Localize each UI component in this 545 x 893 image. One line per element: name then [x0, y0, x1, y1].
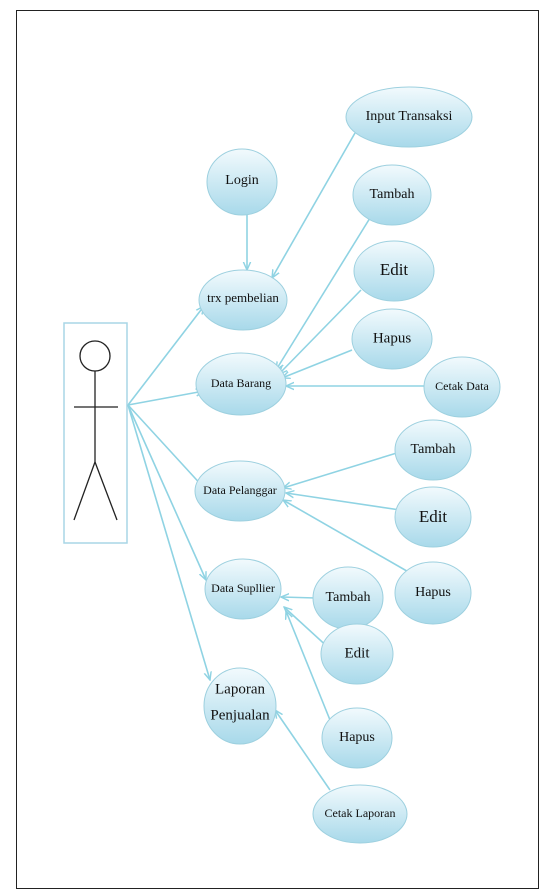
usecase-trx-pembelian-ellipse[interactable] [198, 269, 288, 331]
usecase-tambah-1-label: Tambah [370, 187, 415, 202]
assoc-data-barang [127, 391, 204, 406]
usecase-laporan-penjualan-ellipse[interactable] [203, 667, 277, 745]
usecase-edit-2-label: Edit [419, 507, 448, 526]
usecase-hapus-2-label: Hapus [415, 585, 451, 600]
assoc-trx-pembelian [127, 306, 204, 406]
usecase-tambah-3-label: Tambah [326, 590, 371, 605]
rel-input-trx [272, 132, 356, 278]
usecase-edit-3-ellipse[interactable] [320, 623, 394, 685]
usecase-edit-1-ellipse[interactable] [353, 240, 435, 302]
usecase-cetak-data-ellipse[interactable] [423, 356, 501, 418]
usecase-tambah-2-ellipse[interactable] [394, 419, 472, 481]
usecase-login-ellipse[interactable] [206, 148, 278, 216]
usecase-hapus-1-ellipse[interactable] [351, 308, 433, 370]
assoc-laporan-penjualan [127, 404, 210, 680]
rel-tambah2-pelanggar [283, 451, 401, 488]
usecase-hapus-3-ellipse[interactable] [321, 707, 393, 769]
usecase-tambah-2-label: Tambah [411, 442, 456, 457]
rel-edit1-barang [279, 289, 362, 374]
rel-edit2-pelanggar [286, 493, 401, 511]
rel-hapus3-supllier [286, 611, 331, 721]
usecase-edit-2-ellipse[interactable] [394, 486, 472, 548]
usecase-input-transaksi-ellipse[interactable] [345, 86, 473, 148]
usecase-hapus-2-ellipse[interactable] [394, 561, 472, 625]
usecase-edit-3-label: Edit [345, 645, 371, 661]
usecase-login-label: Login [225, 173, 258, 188]
usecase-edit-1-label: Edit [380, 260, 409, 279]
actor-icon [73, 340, 118, 521]
usecase-laporan-label-line1: Laporan [215, 681, 265, 697]
rel-tambah3-supllier [281, 597, 317, 598]
usecase-input-transaksi-label: Input Transaksi [366, 109, 453, 124]
usecase-hapus-3-label: Hapus [339, 730, 375, 745]
usecase-data-pelanggar-ellipse[interactable] [194, 460, 286, 522]
usecase-data-pelanggar-label: Data Pelanggar [203, 483, 277, 497]
usecase-cetak-laporan-ellipse[interactable] [312, 784, 408, 844]
assoc-data-supllier [127, 404, 207, 580]
rel-tambah1-barang [276, 217, 371, 370]
usecase-trx-pembelian-label: trx pembelian [207, 290, 279, 305]
usecase-laporan-label-line2: Penjualan [210, 707, 270, 723]
rel-cetaklaporan-laporan [275, 710, 331, 791]
usecase-cetak-data-label: Cetak Data [435, 379, 489, 393]
usecase-cetak-laporan-label: Cetak Laporan [325, 806, 396, 820]
usecase-tambah-1-ellipse[interactable] [352, 164, 432, 226]
usecase-hapus-1-label: Hapus [373, 330, 411, 346]
usecase-data-barang-ellipse[interactable] [195, 352, 287, 416]
rel-hapus1-barang [282, 349, 353, 378]
assoc-data-pelanggar [127, 404, 205, 489]
usecase-data-supllier-ellipse[interactable] [204, 558, 282, 620]
usecase-data-barang-label: Data Barang [211, 376, 271, 390]
rel-hapus2-pelanggar [283, 500, 413, 575]
usecase-data-supllier-label: Data Supllier [211, 581, 275, 595]
